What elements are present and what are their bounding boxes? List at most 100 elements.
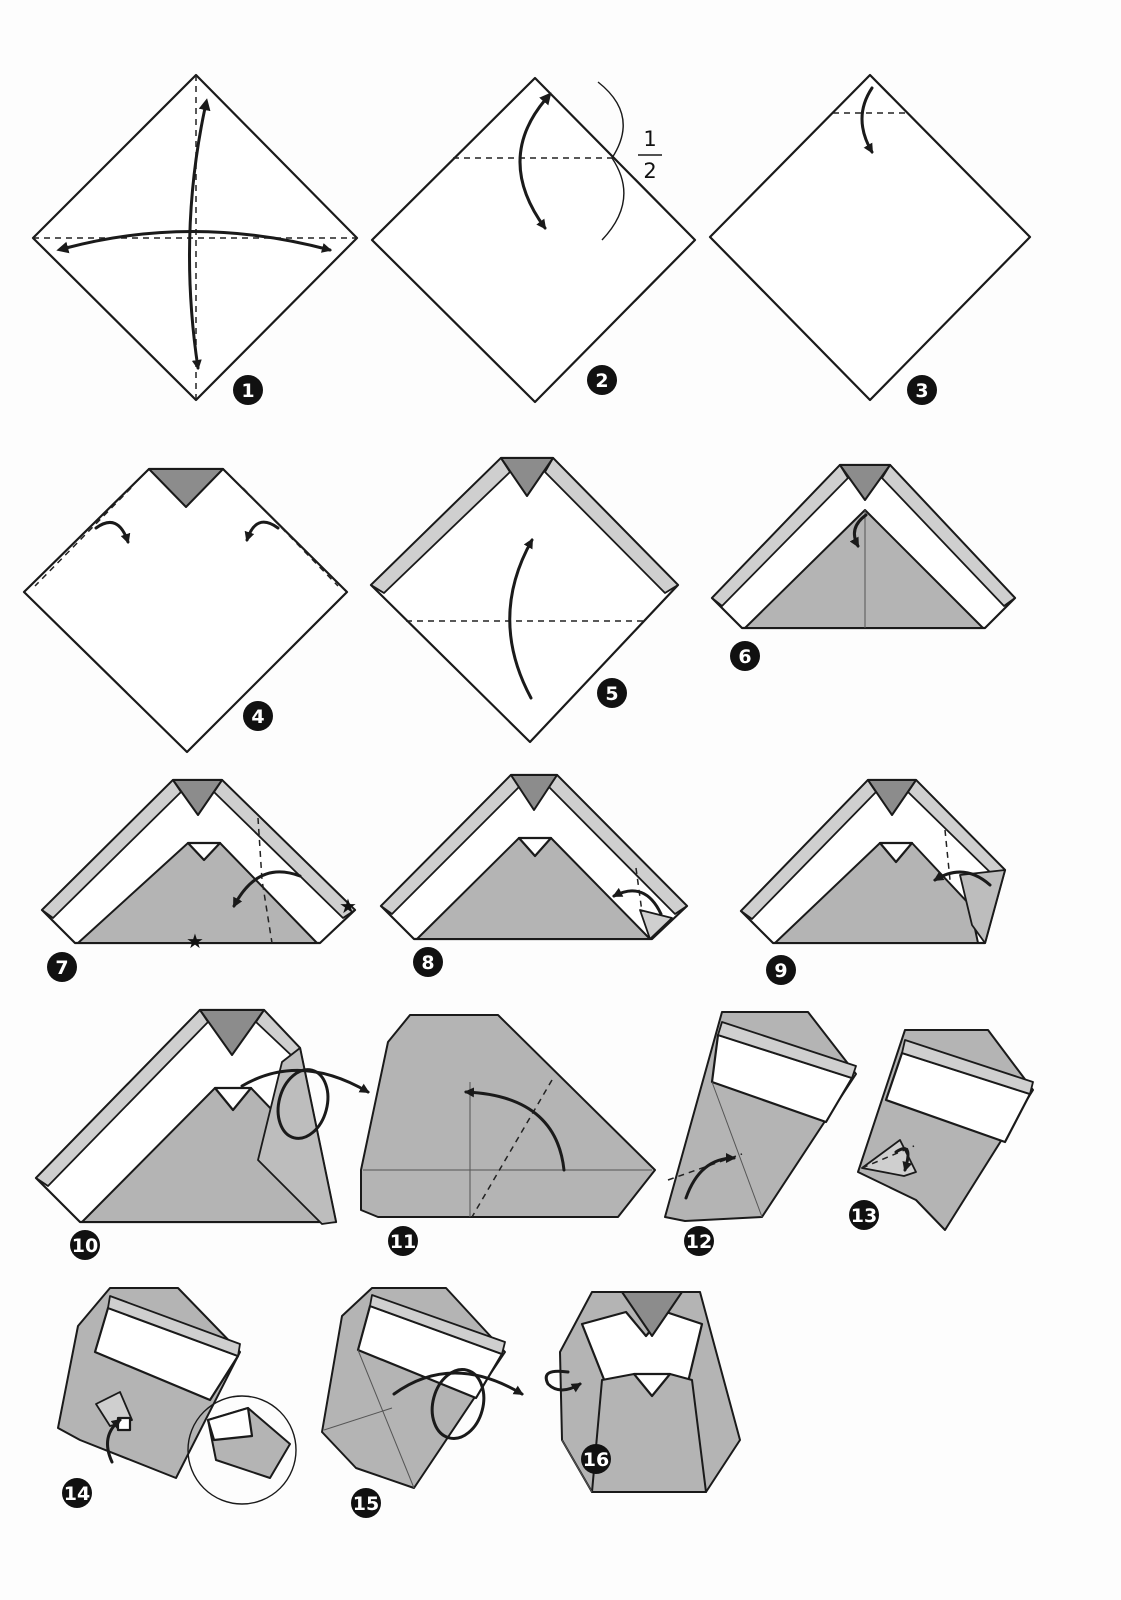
step-number-badge: 13 bbox=[849, 1200, 879, 1230]
folded-side-flap bbox=[959, 869, 1006, 944]
step-number-4: 4 bbox=[251, 706, 264, 728]
small-flap bbox=[639, 909, 673, 940]
fold-arrow bbox=[106, 1418, 122, 1464]
step-number-16: 16 bbox=[583, 1449, 609, 1471]
folded-tip bbox=[510, 774, 558, 811]
fold-arrow bbox=[612, 887, 663, 916]
step-number-8: 8 bbox=[421, 952, 434, 974]
center-notch bbox=[878, 841, 914, 864]
step-10-diagram bbox=[34, 1008, 370, 1225]
center-notch bbox=[213, 1086, 253, 1112]
valley-fold-line bbox=[34, 487, 132, 587]
paper-square bbox=[370, 76, 697, 404]
folded-tip bbox=[148, 468, 224, 508]
step-number-badge: 10 bbox=[70, 1230, 100, 1260]
fold-up-arrow bbox=[508, 538, 534, 700]
fold-down-arrow bbox=[860, 86, 874, 154]
paper-shape bbox=[369, 456, 680, 744]
step-number-7: 7 bbox=[55, 957, 68, 979]
step-number-10: 10 bbox=[72, 1235, 98, 1257]
step-3-diagram bbox=[708, 73, 1032, 402]
folded-tip bbox=[839, 464, 891, 501]
folded-tip bbox=[500, 457, 554, 497]
detail-circle bbox=[430, 1368, 486, 1440]
step-number-badge: 6 bbox=[730, 641, 760, 671]
step-1-diagram bbox=[31, 73, 359, 402]
fold-arrow bbox=[464, 1087, 566, 1172]
crease-line bbox=[561, 1439, 593, 1493]
valley-fold-line bbox=[471, 1079, 553, 1218]
fraction-denominator: 2 bbox=[643, 159, 656, 183]
fold-arrow bbox=[232, 870, 302, 908]
step-number-11: 11 bbox=[390, 1231, 416, 1253]
head-tip bbox=[621, 1291, 683, 1337]
zoom-detail-white bbox=[206, 1406, 254, 1442]
step-11-diagram bbox=[360, 1014, 656, 1218]
fraction-numerator: 1 bbox=[643, 127, 656, 151]
step-14-diagram bbox=[57, 1287, 297, 1505]
step-number-5: 5 bbox=[605, 683, 618, 705]
crease-line bbox=[711, 1081, 763, 1218]
step-number-badge: 11 bbox=[388, 1226, 418, 1256]
step-number-badge: 14 bbox=[62, 1478, 92, 1508]
fold-arrow bbox=[244, 520, 280, 542]
step-number-badge: 9 bbox=[766, 955, 796, 985]
step-12-diagram bbox=[664, 1011, 857, 1222]
step-number-2: 2 bbox=[595, 370, 608, 392]
folded-edge-strip bbox=[369, 1294, 506, 1355]
step-number-badge: 15 bbox=[351, 1488, 381, 1518]
step-number-1: 1 bbox=[241, 380, 254, 402]
step-8-diagram bbox=[379, 773, 689, 941]
step-9-diagram bbox=[739, 778, 1007, 945]
step-number-3: 3 bbox=[915, 380, 928, 402]
step-16-diagram bbox=[544, 1291, 741, 1493]
valley-fold-line bbox=[257, 817, 273, 944]
step-number-badge: 12 bbox=[684, 1226, 714, 1256]
zoom-circle bbox=[187, 1395, 297, 1505]
step-number-6: 6 bbox=[738, 646, 751, 668]
paper-square bbox=[708, 73, 1032, 402]
center-notch bbox=[517, 836, 553, 858]
valley-fold-line bbox=[944, 829, 951, 881]
folded-tip bbox=[199, 1009, 265, 1056]
step-7-diagram: ★ ★ bbox=[40, 778, 357, 953]
turn-over-arrow bbox=[240, 1069, 370, 1094]
step-13-diagram bbox=[857, 1029, 1034, 1231]
step-number-badge: 5 bbox=[597, 678, 627, 708]
turn-over-arrow bbox=[392, 1371, 524, 1396]
crease-line bbox=[323, 1407, 393, 1431]
fold-arrow bbox=[684, 1153, 736, 1200]
folded-edge-strip bbox=[107, 1295, 241, 1357]
fold-arrow bbox=[94, 520, 131, 544]
star-mark: ★ bbox=[186, 929, 204, 953]
step-number-badge: 7 bbox=[47, 952, 77, 982]
folded-side-flap bbox=[257, 1047, 337, 1225]
folded-model bbox=[360, 1014, 656, 1218]
folded-tip bbox=[172, 779, 223, 816]
step-number-badge: 16 bbox=[581, 1444, 611, 1474]
step-number-9: 9 bbox=[774, 960, 787, 982]
fold-arrow bbox=[849, 513, 868, 548]
step-6-diagram bbox=[710, 463, 1017, 630]
fold-unfold-arrow bbox=[187, 98, 211, 370]
step-number-13: 13 bbox=[851, 1205, 877, 1227]
step-number-badge: 2 bbox=[587, 365, 617, 395]
folded-edge-strip bbox=[901, 1039, 1034, 1095]
folded-edge-strip bbox=[717, 1021, 857, 1079]
belly-notch bbox=[632, 1372, 672, 1398]
step-number-badge: 8 bbox=[413, 947, 443, 977]
fold-arrow bbox=[894, 1147, 913, 1172]
crease-line bbox=[357, 1349, 415, 1489]
step-number-15: 15 bbox=[353, 1493, 379, 1515]
step-number-12: 12 bbox=[686, 1231, 712, 1253]
step-number-badge: 3 bbox=[907, 375, 937, 405]
step-15-diagram bbox=[321, 1287, 524, 1489]
valley-fold-line bbox=[667, 1153, 743, 1181]
folded-tip bbox=[867, 779, 917, 816]
valley-fold-line bbox=[242, 487, 339, 587]
fold-arrow bbox=[933, 870, 992, 887]
half-bracket bbox=[597, 81, 625, 241]
valley-fold-line bbox=[635, 867, 643, 913]
folded-triangle bbox=[744, 509, 984, 629]
